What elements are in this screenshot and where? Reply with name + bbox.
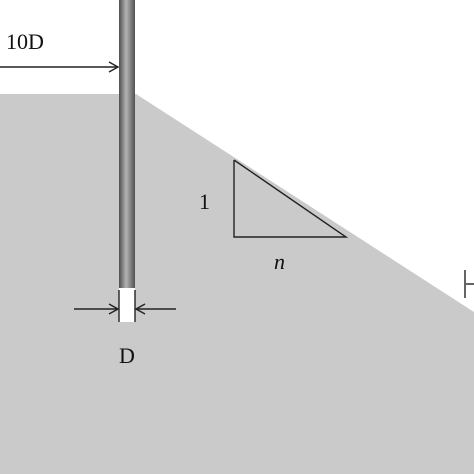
soil-slope (0, 94, 474, 474)
slope-ratio-triangle (233, 159, 349, 238)
pile-offset-label: 10D (6, 29, 44, 54)
pile-diameter-label: D (119, 343, 135, 368)
slope-run-label: n (274, 249, 285, 274)
pile-embedded-gap (119, 288, 135, 322)
pile (119, 0, 135, 288)
slope-rise-label: 1 (199, 189, 210, 214)
